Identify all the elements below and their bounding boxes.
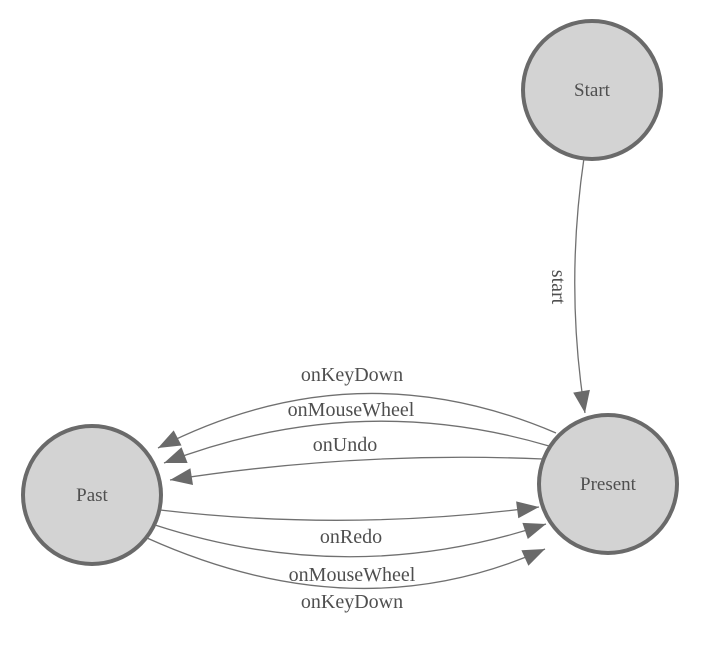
transition-label-onUndo: onUndo xyxy=(313,434,377,456)
transition-label-onMouseWheel: onMouseWheel xyxy=(288,399,415,421)
transition-label-onRedo: onRedo xyxy=(320,526,382,548)
state-node-start xyxy=(521,19,663,161)
transition-edge-past-present xyxy=(154,523,547,558)
state-node-label-present: Present xyxy=(580,474,637,495)
arrowhead-icon xyxy=(521,549,545,566)
transition-label-onKeyDown: onKeyDown xyxy=(301,364,403,386)
arrowhead-icon xyxy=(158,430,182,448)
transition-edge-past-present xyxy=(146,537,546,590)
arrowhead-icon xyxy=(573,389,590,413)
transition-label-onKeyDown: onKeyDown xyxy=(301,591,403,613)
transition-edge-start-present xyxy=(574,157,586,414)
state-node-present xyxy=(537,413,679,555)
transition-edge-present-past xyxy=(163,420,550,464)
transition-edge-past-present xyxy=(159,506,540,521)
arrowhead-icon xyxy=(164,447,188,463)
arrowhead-icon xyxy=(516,501,539,519)
state-node-label-start: Start xyxy=(574,80,611,101)
state-node-label-past: Past xyxy=(76,485,108,506)
transition-label-onMouseWheel: onMouseWheel xyxy=(289,564,416,586)
arrowhead-icon xyxy=(522,522,546,539)
transition-label-start: start xyxy=(547,270,569,305)
arrowhead-icon xyxy=(170,468,193,485)
state-node-past xyxy=(21,424,163,566)
transition-edge-present-past xyxy=(169,456,544,481)
transition-edge-present-past xyxy=(157,392,557,449)
